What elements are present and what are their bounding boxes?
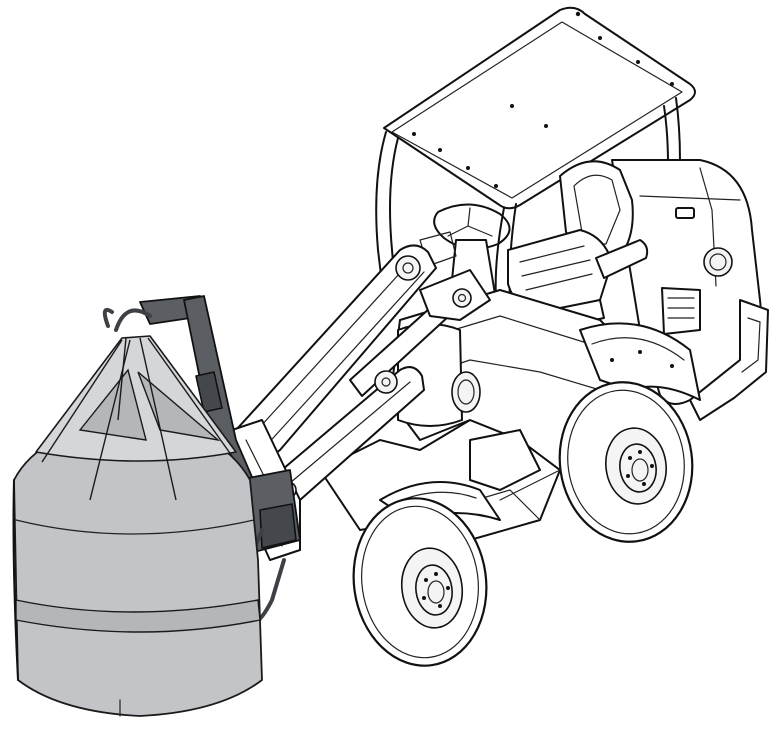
bag-band-lower: [15, 599, 261, 633]
rear-vent: [675, 207, 695, 219]
steering-wheel: [433, 203, 511, 250]
bag-body: [13, 419, 263, 717]
rear-panel: [689, 299, 769, 421]
bag-straps: [41, 337, 233, 501]
lifter-hook: [114, 308, 152, 332]
big-bag: [12, 335, 263, 717]
tank-cap: [451, 371, 481, 413]
canopy-roof: [383, 6, 696, 210]
loader-arm: [235, 244, 491, 505]
front-wheel: [352, 497, 488, 667]
canopy-bolts: [412, 11, 674, 188]
articulation-joint: [469, 429, 541, 491]
bigbag-lifter: [102, 295, 301, 625]
operator-seat: [507, 160, 649, 331]
rear-wheel: [558, 381, 694, 543]
fuel-cap: [703, 247, 733, 277]
armrest: [595, 239, 649, 279]
boom-pivot: [395, 255, 421, 281]
canopy-front-pillar-left: [375, 131, 387, 301]
